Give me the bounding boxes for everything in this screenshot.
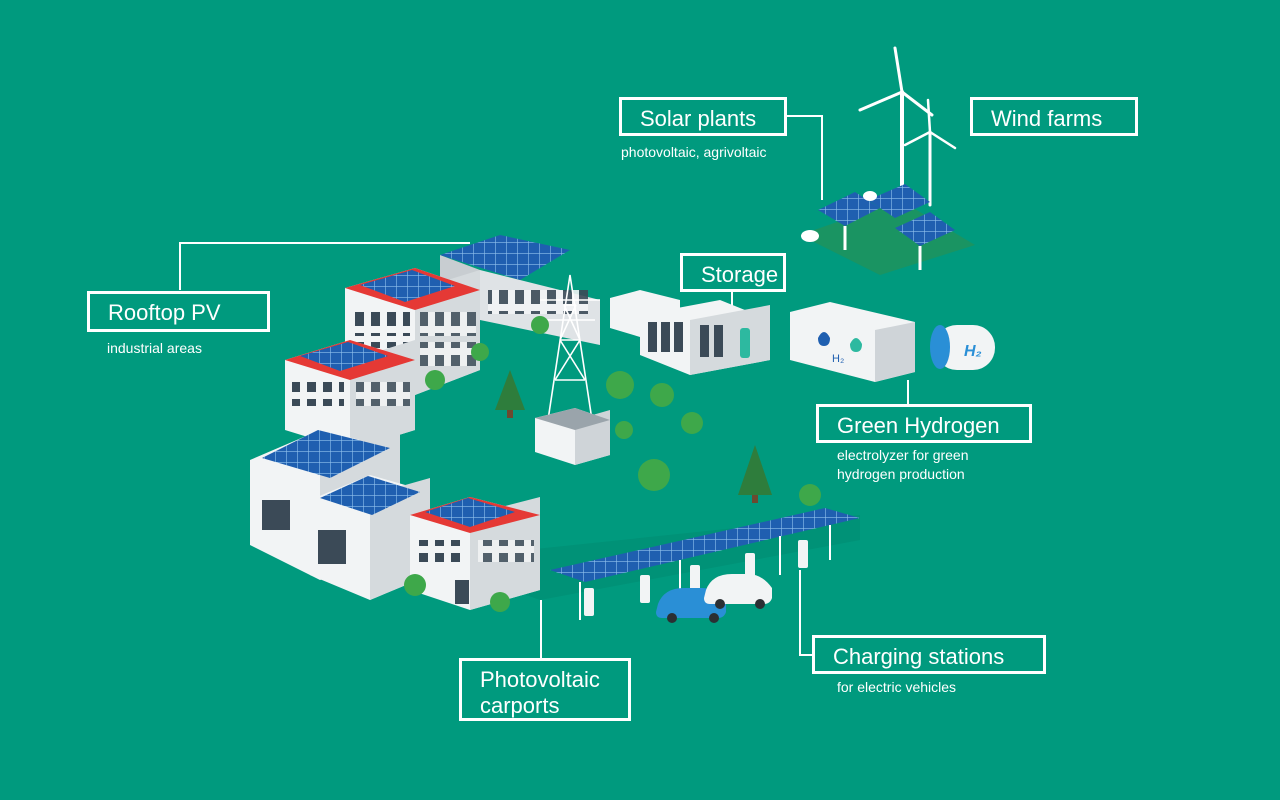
- label-pv-carports-line1: Photovoltaic: [480, 667, 600, 692]
- h2-badge-electrolyzer: H₂: [832, 353, 844, 365]
- label-pv-carports: Photovoltaic carports: [459, 658, 631, 721]
- label-pv-carports-line2: carports: [480, 693, 560, 718]
- caption-rooftop-pv: industrial areas: [107, 340, 202, 356]
- label-solar-plants: Solar plants: [619, 97, 787, 136]
- label-solar-plants-title: Solar plants: [640, 106, 757, 131]
- label-rooftop-pv: Rooftop PV: [87, 291, 270, 332]
- hydrogen-tank: [930, 325, 995, 370]
- label-storage: Storage: [680, 253, 786, 292]
- industrial-buildings: [250, 235, 600, 610]
- solar-panel: [818, 192, 880, 226]
- building-2: [285, 340, 415, 450]
- caption-green-hydrogen-line1: electrolyzer for green: [837, 447, 969, 463]
- connector-lines: [179, 115, 909, 658]
- caption-charging-stations: for electric vehicles: [837, 679, 957, 695]
- connector-charging-stations: [799, 570, 812, 656]
- label-rooftop-pv-title: Rooftop PV: [108, 300, 221, 325]
- sheep: [863, 191, 877, 201]
- solar-panel: [360, 270, 455, 302]
- caption-solar-plants: photovoltaic, agrivoltaic: [621, 144, 767, 160]
- solar-panel: [320, 476, 420, 515]
- connector-solar-plants: [786, 115, 823, 200]
- substation: [535, 408, 610, 465]
- transmission-tower: [540, 274, 600, 421]
- label-charging-stations: Charging stations: [812, 635, 1046, 674]
- building-4: [310, 475, 430, 600]
- electrolyzer: [790, 302, 915, 382]
- h2-badge-tank: H₂: [964, 343, 982, 360]
- trees: [404, 316, 821, 612]
- label-wind-farms: Wind farms: [970, 97, 1138, 136]
- solar-panel: [300, 342, 388, 371]
- solar-panel: [440, 235, 570, 280]
- sheep: [801, 230, 819, 242]
- connector-rooftop-pv: [179, 242, 470, 290]
- solar-panel: [895, 212, 955, 246]
- solar-panel: [425, 498, 515, 527]
- building-5: [410, 497, 540, 610]
- solar-plant-field: [800, 184, 975, 275]
- label-green-hydrogen-title: Green Hydrogen: [837, 413, 1000, 438]
- label-charging-stations-title: Charging stations: [833, 644, 1005, 669]
- label-storage-title: Storage: [701, 262, 779, 287]
- caption-green-hydrogen: electrolyzer for green hydrogen producti…: [837, 446, 969, 484]
- wind-turbines: [858, 46, 957, 207]
- label-wind-farms-title: Wind farms: [991, 106, 1103, 131]
- solar-panel: [262, 430, 390, 478]
- solar-panel: [868, 184, 930, 218]
- electric-cars: [656, 574, 772, 623]
- solar-panel: [550, 508, 860, 582]
- label-green-hydrogen: Green Hydrogen: [816, 404, 1032, 443]
- storage-containers: [610, 290, 770, 375]
- caption-green-hydrogen-line2: hydrogen production: [837, 466, 965, 482]
- car-white: [704, 574, 772, 604]
